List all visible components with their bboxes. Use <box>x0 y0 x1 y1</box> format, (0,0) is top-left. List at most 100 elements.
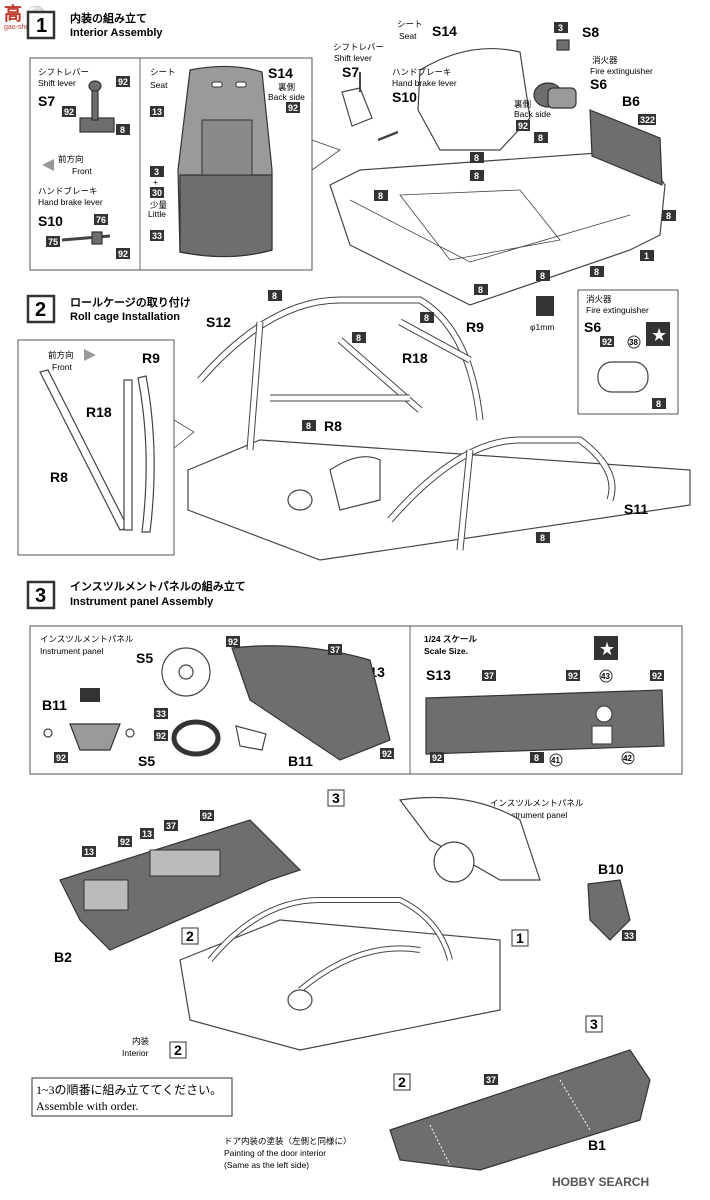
step-3-title-en: Instrument panel Assembly <box>70 596 214 608</box>
step-1-inset-panel <box>29 57 313 271</box>
seat-part-main: S14 <box>432 23 457 39</box>
svg-text:8: 8 <box>656 399 661 409</box>
s8-label: S8 <box>582 24 599 40</box>
svg-text:92: 92 <box>120 837 130 847</box>
svg-text:92: 92 <box>118 249 128 259</box>
svg-text:92: 92 <box>118 77 128 87</box>
drill-size: φ1mm <box>530 322 554 332</box>
door-en-1: Painting of the door interior <box>224 1148 326 1158</box>
svg-text:8: 8 <box>538 133 543 143</box>
cage-r8: R8 <box>324 418 342 434</box>
svg-text:8: 8 <box>356 333 361 343</box>
step-1-interior-floor <box>329 39 666 306</box>
svg-text:3: 3 <box>558 23 563 33</box>
svg-text:3: 3 <box>332 790 340 806</box>
seat-back-en: Back side <box>268 92 305 102</box>
steering-wheel-outline <box>161 647 211 697</box>
svg-text:92: 92 <box>156 731 166 741</box>
star-badge-icon <box>646 322 670 346</box>
roll-cage-drawing <box>187 296 691 561</box>
interior-en: Interior <box>122 1048 149 1058</box>
interior-step-ref <box>169 1041 187 1059</box>
svg-text:8: 8 <box>478 285 483 295</box>
svg-text:8: 8 <box>534 753 539 763</box>
seat-back-jp-main: 裏側 <box>514 99 531 109</box>
hand-brake-s10 <box>377 130 399 142</box>
watermark-glyph: 高 <box>4 3 22 24</box>
step-1-number: 1 <box>36 15 47 37</box>
svg-text:+: + <box>153 177 158 187</box>
s8-part <box>556 39 570 51</box>
svg-text:8: 8 <box>666 211 671 221</box>
svg-text:★: ★ <box>651 325 667 345</box>
part-s5-a: S5 <box>136 650 153 666</box>
cage-r18: R18 <box>402 350 428 366</box>
svg-text:8: 8 <box>272 291 277 301</box>
b6-label: B6 <box>622 93 640 109</box>
seat-jp: シート <box>150 67 176 77</box>
step-3-title-jp: インスツルメントパネルの組み立て <box>70 579 246 593</box>
shift-lever-part: S7 <box>38 93 55 109</box>
svg-text:41: 41 <box>551 756 560 765</box>
door-panel-b1 <box>389 1049 651 1171</box>
fire-ext-en: Fire extinguisher <box>590 66 653 76</box>
scale-part: S13 <box>426 667 451 683</box>
hand-brake-jp: ハンドブレーキ <box>38 186 98 196</box>
bar-r9 <box>137 375 155 533</box>
svg-text:43: 43 <box>601 672 610 681</box>
step-2: 2 ロールケージの取り付け Roll cage Installation 前方向… <box>17 290 691 561</box>
shift-lever-drawing <box>79 80 115 133</box>
part-b11-b: B11 <box>288 753 313 769</box>
one-label: 1 <box>644 251 649 261</box>
svg-text:2: 2 <box>174 1042 182 1058</box>
step-2-number: 2 <box>35 299 46 321</box>
little-en: Little <box>148 209 166 219</box>
seat-en: Seat <box>150 80 168 90</box>
cage-s12: S12 <box>206 314 231 330</box>
svg-text:37: 37 <box>484 671 494 681</box>
dashboard-drawing <box>231 645 391 761</box>
final-floor-cage <box>179 897 501 1051</box>
svg-text:92: 92 <box>64 107 74 117</box>
door-panel-b2 <box>59 819 302 951</box>
label-b2: B2 <box>54 949 72 965</box>
svg-text:8: 8 <box>306 421 311 431</box>
svg-text:92: 92 <box>602 337 612 347</box>
svg-text:38: 38 <box>629 338 638 347</box>
watermark-url: gao-shou.com <box>4 24 49 31</box>
svg-text:37: 37 <box>330 645 340 655</box>
shift-lever-jp: シフトレバー <box>38 67 89 77</box>
svg-text:37: 37 <box>166 821 176 831</box>
svg-text:2: 2 <box>186 928 194 944</box>
svg-text:8: 8 <box>424 313 429 323</box>
watermark-bottom: HOBBY SEARCH <box>552 1175 649 1189</box>
svg-text:92: 92 <box>652 671 662 681</box>
svg-text:8: 8 <box>120 125 125 135</box>
fire-ext-inset-en: Fire extinguisher <box>586 305 649 315</box>
hand-brake-en-main: Hand brake lever <box>392 78 457 88</box>
fire-ext-inset-part: S6 <box>584 319 601 335</box>
front-en: Front <box>72 166 92 176</box>
fire-ext-inset <box>577 289 679 415</box>
step-1: 1 内装の組み立て Interior Assembly シフトレバー Shift… <box>26 10 679 415</box>
step-3-panel <box>29 625 683 775</box>
shift-lever-part-main: S7 <box>342 64 359 80</box>
svg-text:3: 3 <box>154 167 159 177</box>
scale-jp: 1/24 スケール <box>424 634 477 644</box>
shift-lever-jp-main: シフトレバー <box>333 42 384 52</box>
final-dashboard <box>398 796 541 883</box>
door-en-2: (Same as the left side) <box>224 1160 309 1170</box>
svg-text:42: 42 <box>623 754 632 763</box>
step-1-title-jp: 内装の組み立て <box>70 11 147 25</box>
seat-s14 <box>417 47 531 151</box>
step-2-title-jp: ロールケージの取り付け <box>70 295 191 309</box>
svg-text:30: 30 <box>152 188 162 198</box>
step-2-front-arrow-icon <box>84 349 96 361</box>
svg-text:33: 33 <box>624 931 634 941</box>
hand-brake-en: Hand brake lever <box>38 197 103 207</box>
svg-text:3: 3 <box>590 1016 598 1032</box>
step-3: 3 インスツルメントパネルの組み立て Instrument panel Asse… <box>26 579 683 775</box>
front-jp: 前方向 <box>58 154 84 164</box>
ref-step-3 <box>327 789 345 807</box>
step-2-title-en: Roll cage Installation <box>70 311 180 323</box>
